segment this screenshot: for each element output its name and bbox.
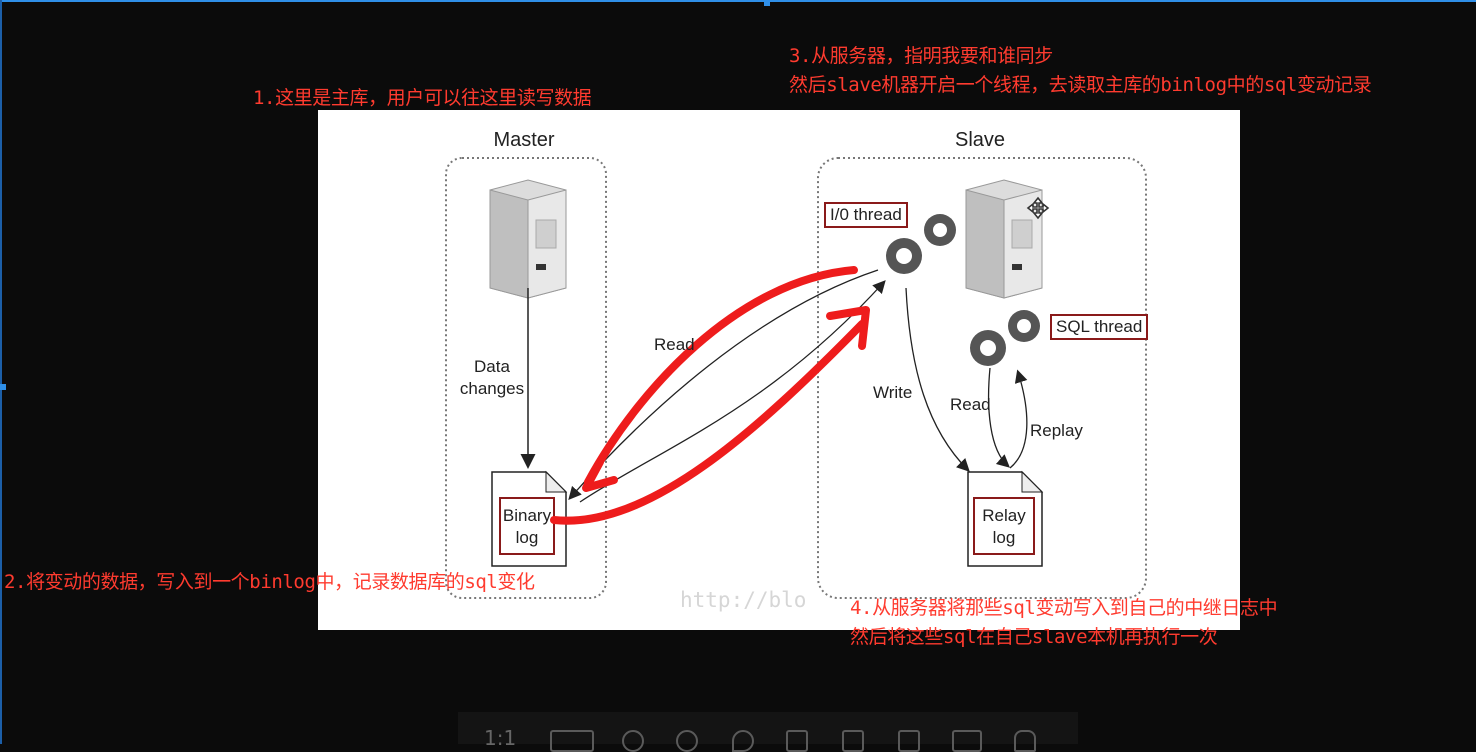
zoom-out-icon[interactable] — [676, 730, 698, 752]
data-changes-label-1: Data — [474, 357, 510, 376]
server-icon — [489, 179, 567, 299]
server-icon — [965, 179, 1043, 299]
annotation-1: 1.这里是主库，用户可以往这里读写数据 — [253, 87, 592, 109]
viewer-toolbar: 1:1 — [458, 712, 1078, 752]
rotate-icon[interactable] — [732, 730, 754, 752]
save-icon[interactable] — [786, 730, 808, 752]
replication-diagram: Master Slave Data changes Binary log Rea… — [318, 110, 1240, 630]
add-icon[interactable] — [842, 730, 864, 752]
read-label: Read — [654, 335, 695, 354]
data-changes-label-2: changes — [460, 379, 524, 398]
slave-title: Slave — [955, 129, 1005, 151]
sql-thread-label: SQL thread — [1050, 314, 1149, 340]
annotation-4-line2: 然后将这些sql在自己slave本机再执行一次 — [850, 626, 1218, 648]
annotation-3-line2: 然后slave机器开启一个线程，去读取主库的binlog中的sql变动记录 — [789, 74, 1372, 96]
resize-handle-top[interactable] — [764, 0, 770, 6]
master-container — [445, 157, 607, 599]
frame-left-border — [0, 0, 2, 744]
annotation-2: 2.将变动的数据，写入到一个binlog中，记录数据库的sql变化 — [4, 571, 535, 593]
io-thread-label: I/0 thread — [824, 202, 908, 228]
copy-icon[interactable] — [898, 730, 920, 752]
share-icon[interactable] — [952, 730, 982, 752]
like-icon[interactable] — [1014, 730, 1036, 752]
read-label-slave: Read — [950, 395, 991, 414]
gear-icon — [886, 214, 1040, 366]
annotation-3-line1: 3.从服务器，指明我要和谁同步 — [789, 45, 1053, 67]
diagram-svg: Master Slave Data changes Binary log Rea… — [445, 129, 1147, 599]
annotation-4-line1: 4.从服务器将那些sql变动写入到自己的中继日志中 — [850, 597, 1278, 619]
frame-top-border — [0, 0, 1476, 2]
resize-handle-left[interactable] — [0, 384, 6, 390]
move-cursor-icon — [1026, 196, 1050, 220]
fit-window-icon[interactable] — [550, 730, 594, 752]
relay-log-label-2: log — [993, 528, 1016, 547]
zoom-in-icon[interactable] — [622, 730, 644, 752]
zoom-actual-size-button[interactable]: 1:1 — [484, 726, 517, 750]
write-label: Write — [873, 383, 912, 402]
watermark: http://blo — [680, 588, 807, 612]
replay-label: Replay — [1030, 421, 1083, 440]
relay-log-label-1: Relay — [982, 506, 1026, 525]
binary-log-label-1: Binary — [503, 506, 552, 525]
binary-log-label-2: log — [516, 528, 539, 547]
master-title: Master — [493, 129, 554, 151]
